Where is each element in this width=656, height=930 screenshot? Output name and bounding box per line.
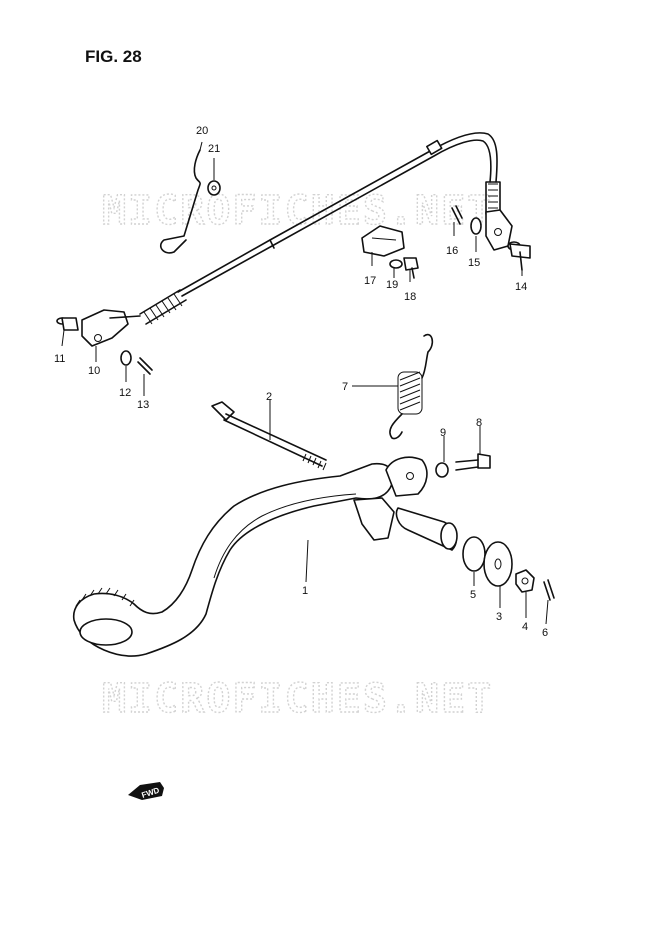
o-ring-5 (462, 536, 486, 572)
brake-cable (81, 132, 513, 347)
callout-16: 16 (446, 245, 458, 257)
wire-clip (159, 149, 221, 254)
bolt-18 (403, 257, 419, 279)
pivot-bolt-2 (211, 401, 327, 471)
callout-17: 17 (364, 275, 376, 287)
clevis-pin-11 (56, 317, 79, 331)
pivot-shaft (395, 507, 458, 551)
callout-13: 13 (137, 399, 149, 411)
washer-19 (389, 259, 403, 269)
cotter-pin-16 (451, 205, 463, 225)
callout-12: 12 (119, 387, 131, 399)
nut-4 (515, 569, 535, 593)
cotter-pin-6 (543, 579, 555, 601)
cable-boot (139, 289, 187, 325)
callout-21: 21 (208, 143, 220, 155)
figure-title: FIG. 28 (85, 47, 142, 66)
watermark-bottom: MICROFICHES.NET (102, 676, 493, 722)
watermark-top: MICROFICHES.NET (102, 188, 493, 234)
clevis-pin-14 (507, 241, 531, 271)
callout-2: 2 (266, 391, 272, 403)
callout-9: 9 (440, 427, 446, 439)
callout-20: 20 (196, 125, 208, 137)
leader-lines (61, 141, 549, 625)
callout-18: 18 (404, 291, 416, 303)
cable-clamp (361, 225, 405, 257)
washer-12 (120, 350, 132, 366)
callout-19: 19 (386, 279, 398, 291)
callout-14: 14 (515, 281, 527, 293)
nut-9 (435, 462, 449, 478)
callout-5: 5 (470, 589, 476, 601)
callout-6: 6 (542, 627, 548, 639)
forward-arrow-icon: FWD (128, 782, 164, 800)
washer-15 (470, 217, 482, 235)
callout-11: 11 (54, 353, 65, 365)
callout-10: 10 (88, 365, 100, 377)
callout-8: 8 (476, 417, 482, 429)
callout-7: 7 (342, 381, 348, 393)
brake-pedal (72, 462, 395, 657)
callout-3: 3 (496, 611, 502, 623)
bolt-8 (455, 453, 491, 471)
callout-15: 15 (468, 257, 480, 269)
cotter-pin-13 (137, 357, 153, 375)
callout-1: 1 (302, 585, 308, 597)
callout-4: 4 (522, 621, 528, 633)
return-spring-7 (389, 333, 434, 440)
washer-3 (483, 541, 513, 587)
